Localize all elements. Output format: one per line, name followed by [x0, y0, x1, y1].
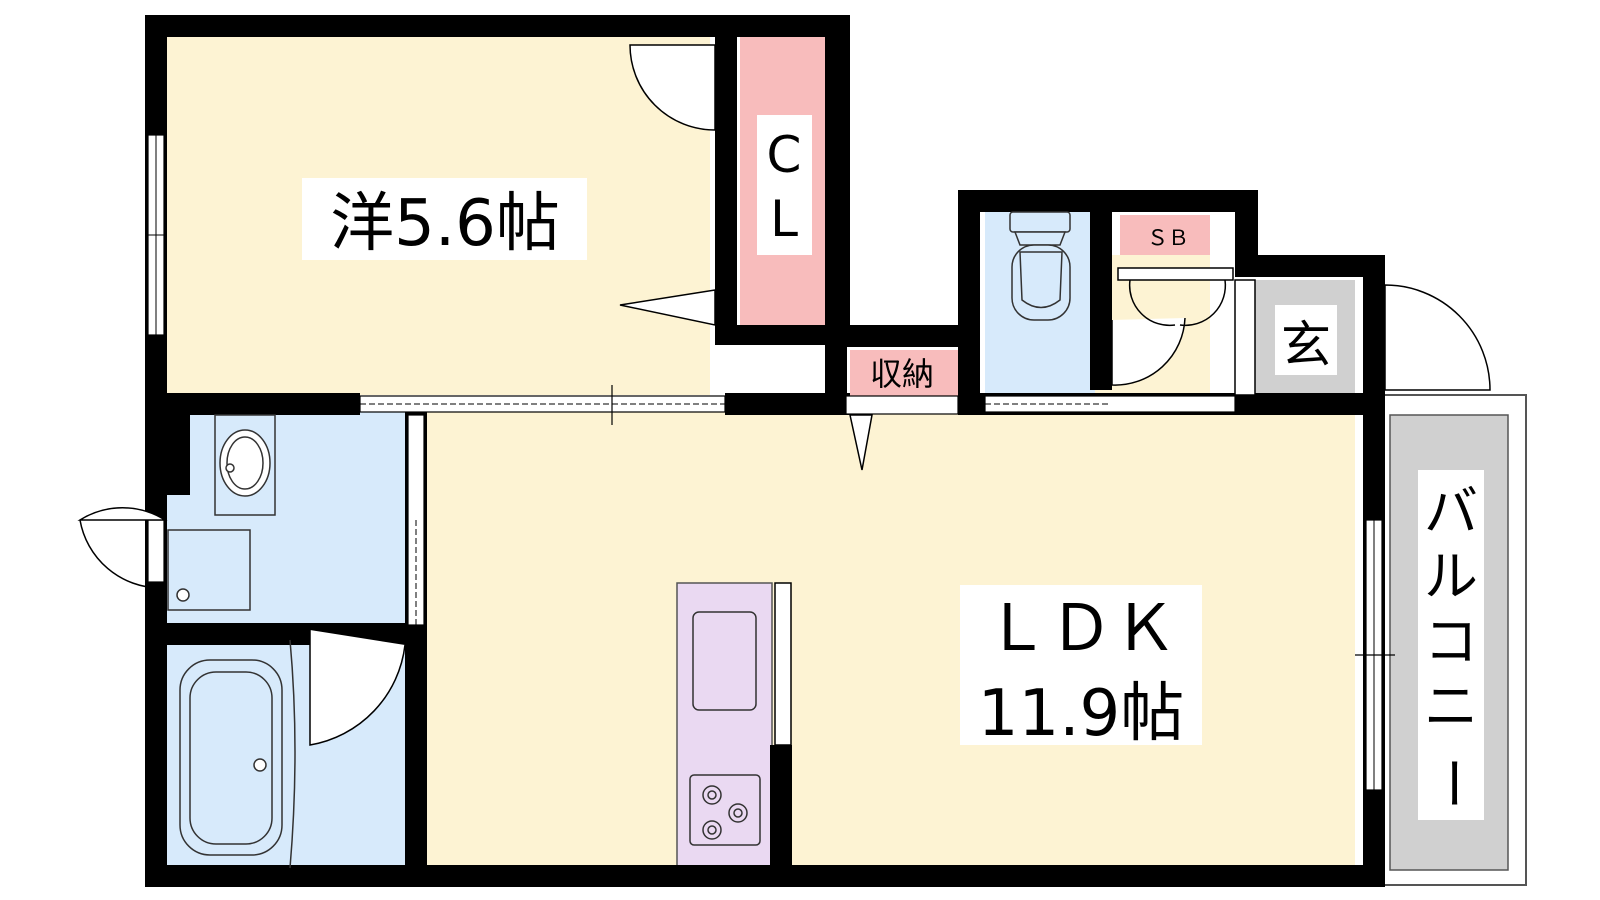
balcony-char-2: ル	[1424, 545, 1478, 608]
balcony-char-3: コ	[1424, 610, 1478, 673]
shoebox-floor	[1120, 215, 1210, 255]
toilet-icon	[1009, 211, 1071, 321]
openings	[147, 134, 1395, 791]
balcony-label-bg	[1418, 470, 1484, 820]
ldk-floor	[425, 405, 1355, 870]
western-room-label: 洋5.6帖	[330, 187, 560, 261]
sink-icon	[692, 611, 757, 711]
washbasin-icon	[214, 414, 276, 516]
balcony-char-4: ニ	[1424, 675, 1478, 738]
fixtures	[167, 211, 1071, 869]
doors	[77, 44, 1491, 746]
storage-label: 収納	[870, 355, 934, 393]
ldk-label-line2: 11.9帖	[978, 677, 1185, 751]
shoebox-label: ＳＢ	[1147, 226, 1189, 250]
storage-floor	[850, 350, 960, 400]
balcony-char-1: バ	[1424, 480, 1478, 543]
stove-icon	[689, 774, 761, 846]
entrance-label: 玄	[1281, 316, 1331, 374]
closet-label-line2: L	[770, 190, 798, 248]
bathtub-icon	[179, 639, 296, 869]
balcony-char-5: ー	[1421, 756, 1484, 810]
washing-machine-icon	[167, 529, 251, 611]
closet-label-line1: C	[767, 126, 802, 184]
room-labels: 洋5.6帖 C L 収納 ＳＢ 玄 ＬＤＫ 11.9帖 バ ル コ ニ ー	[302, 115, 1484, 810]
ldk-label-line1: ＬＤＫ	[985, 592, 1177, 666]
